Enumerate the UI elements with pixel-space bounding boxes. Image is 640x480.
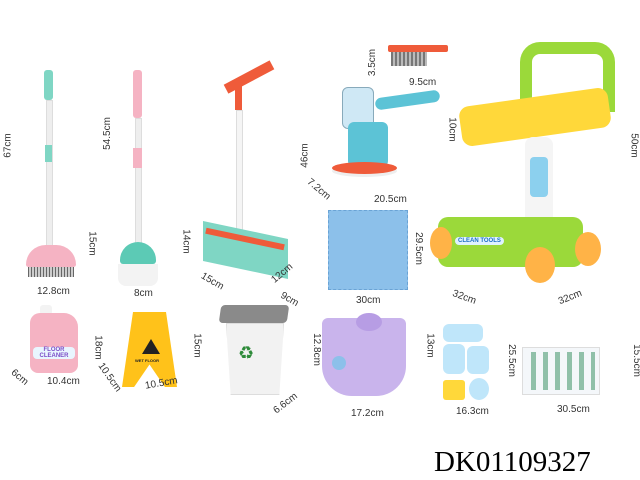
card-height-label: 15.5cm (630, 344, 640, 377)
mop-width-label: 8cm (134, 288, 153, 299)
cleaning-cloth (328, 210, 408, 290)
broom-height-label: 67cm (2, 133, 14, 158)
mop-head-height-label: 14cm (180, 229, 192, 254)
vacuum-width-label: 20.5cm (374, 194, 407, 205)
product-code: DK01109327 (434, 446, 591, 478)
cleaning-cart: CLEAN TOOLS (430, 42, 620, 287)
broom (22, 70, 82, 280)
bucket-width-label: 17.2cm (351, 408, 384, 419)
cart-depth-label: 32cm (450, 288, 478, 307)
brush-height-label: 3.5cm (367, 48, 379, 77)
bin-height-label: 12.8cm (310, 333, 322, 366)
card-width-label: 30.5cm (557, 404, 590, 415)
cloth-width-label: 30cm (356, 295, 381, 306)
bottle-logo: FLOOR CLEANER (33, 347, 75, 359)
bucket-height-label: 13cm (424, 333, 436, 358)
cart-wheel (575, 232, 601, 266)
broom-width-label: 12.8cm (37, 286, 70, 297)
cart-logo: CLEAN TOOLS (455, 237, 504, 245)
cloth-height-label: 29.5cm (412, 232, 424, 265)
cart-wheel (525, 247, 555, 283)
sticker-sheet (443, 324, 493, 404)
vacuum-cleaner (330, 82, 445, 177)
vacuum-depth-label: 7.2cm (304, 176, 333, 203)
mop-bucket (322, 313, 412, 398)
bottle-width-label: 10.4cm (47, 376, 80, 387)
brush-width-label: 9.5cm (409, 77, 437, 88)
sign-height-label: 15cm (191, 333, 203, 358)
dustpan-height-label: 46cm (299, 143, 311, 168)
cart-wheel (430, 227, 452, 259)
bottle-height-label: 18cm (92, 335, 104, 360)
cart-height-label: 50cm (628, 133, 640, 158)
dustpan (195, 60, 295, 280)
hand-brush (388, 45, 450, 71)
mop-height-label: 54.5cm (101, 117, 113, 150)
wet-floor-sign: WET FLOOR (112, 312, 182, 387)
bottle-depth-label: 6cm (8, 367, 31, 388)
recycle-bin: ♻ (218, 305, 293, 395)
picture-card (522, 347, 600, 395)
stickers-width-label: 16.3cm (456, 406, 489, 417)
cart-width-label: 32cm (556, 287, 584, 308)
mop (112, 70, 162, 286)
stickers-height-label: 25.5cm (505, 344, 517, 377)
sign-text: WET FLOOR (135, 358, 159, 363)
recycle-icon: ♻ (238, 343, 255, 363)
floor-cleaner-bottle: FLOOR CLEANER (30, 305, 80, 373)
broom-head-height-label: 15cm (86, 231, 98, 256)
